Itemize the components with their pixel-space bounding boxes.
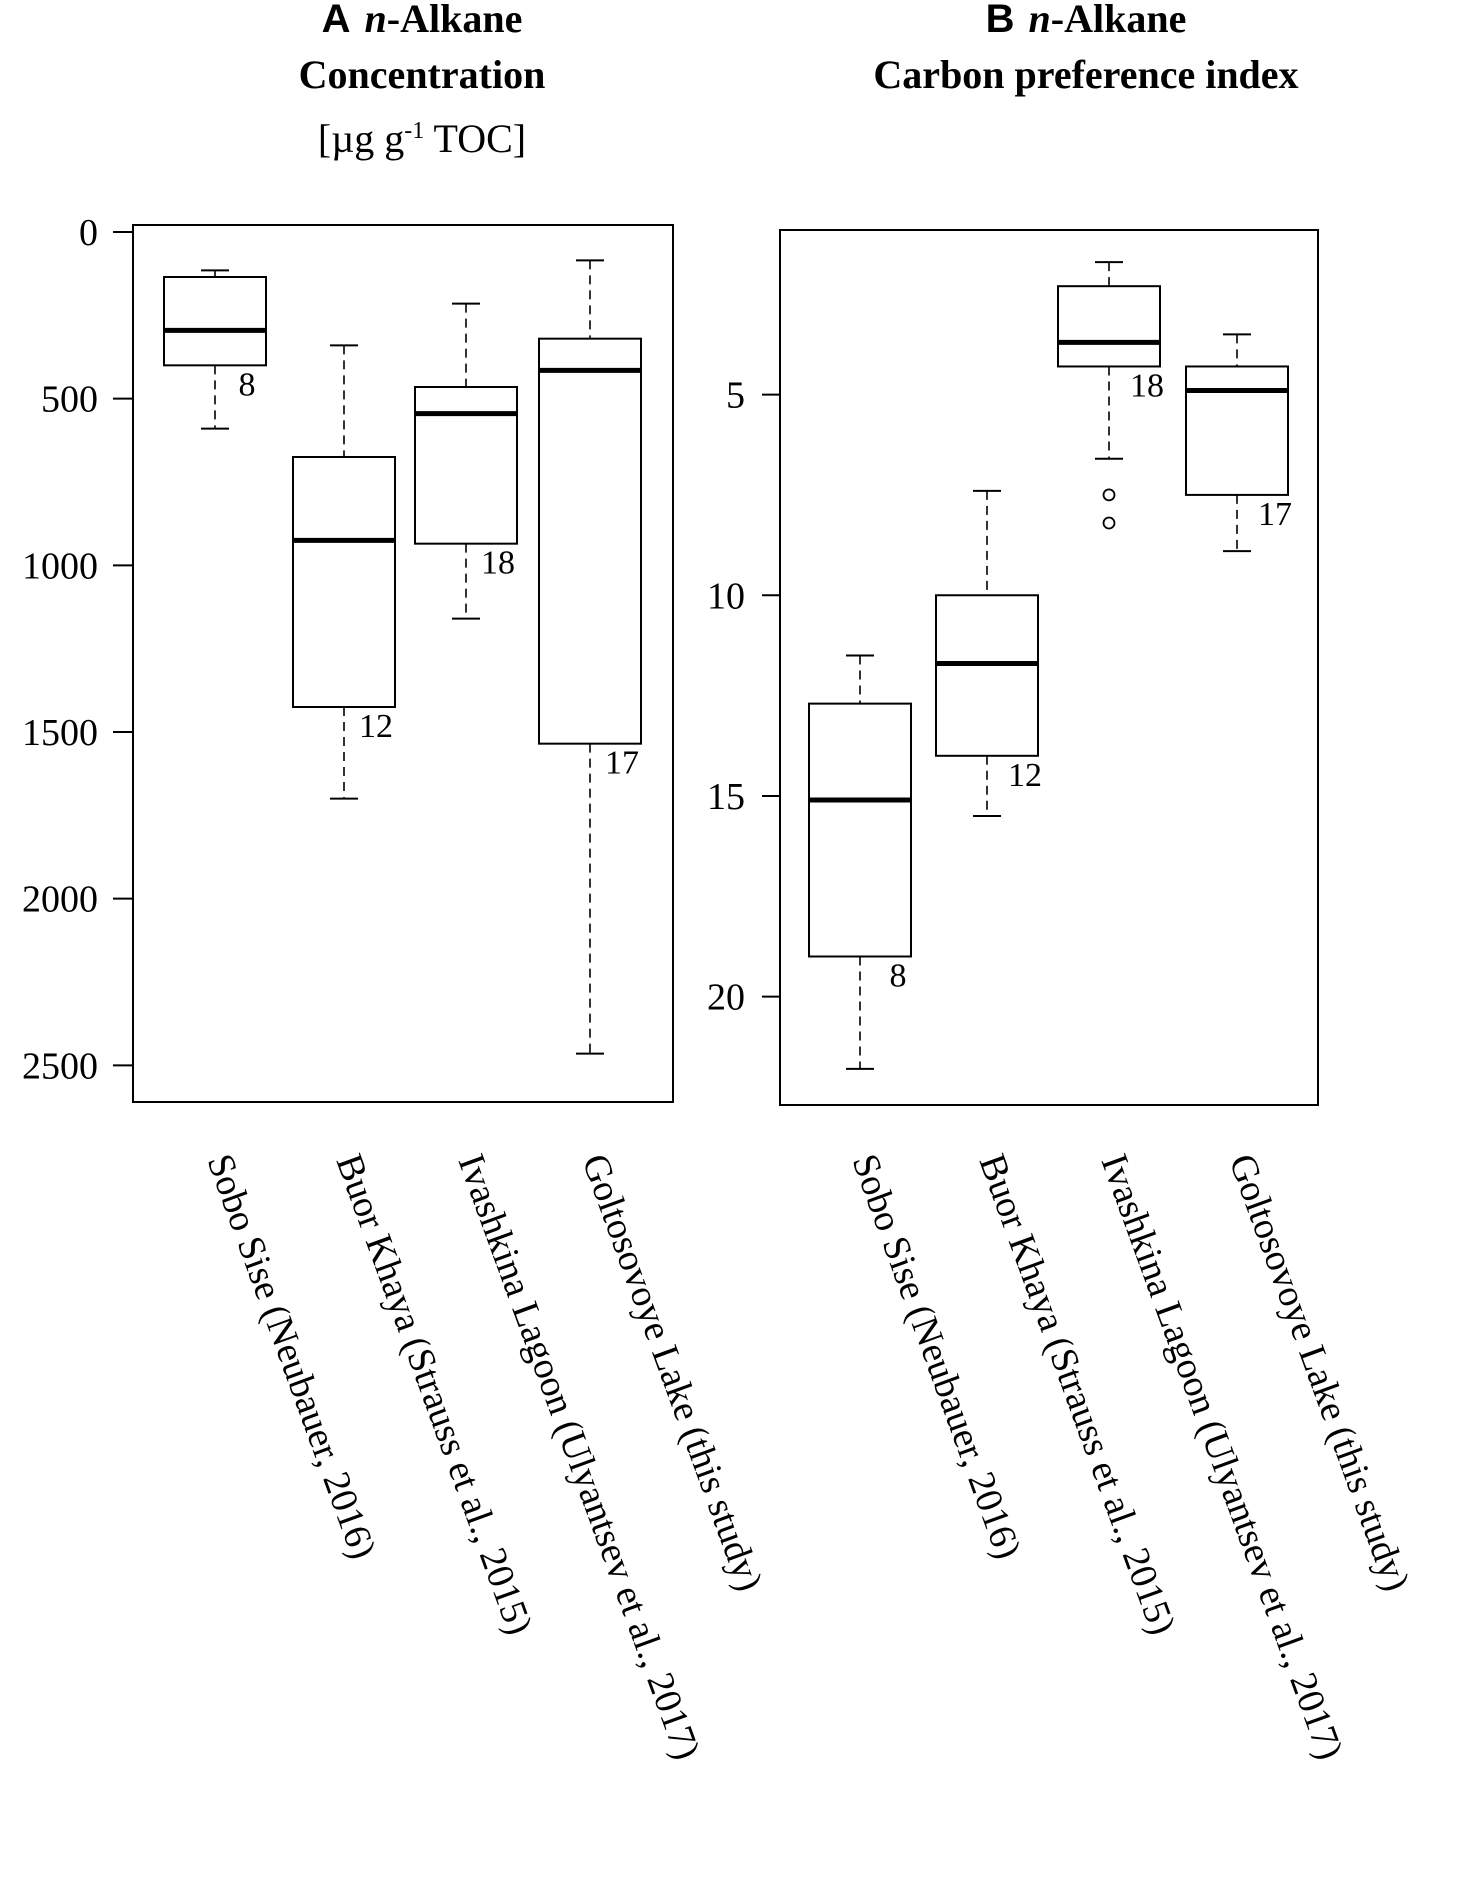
- panel-a-ytick-label: 1500: [22, 712, 98, 754]
- sample-size-label: 18: [481, 545, 515, 582]
- box: [292, 456, 396, 708]
- box: [808, 702, 912, 958]
- category-label: Ivashkina Lagoon (Ulyantsev et al., 2017…: [450, 1149, 709, 1765]
- box: [935, 594, 1039, 757]
- sample-size-label: 8: [890, 957, 907, 994]
- category-label: Ivashkina Lagoon (Ulyantsev et al., 2017…: [1093, 1149, 1352, 1765]
- panel-a-letter: A: [322, 0, 351, 41]
- panel-a-unit-prefix: [µg g: [318, 116, 404, 161]
- panel-a-ytick-label: 500: [41, 379, 98, 421]
- panel-a-box-group: 8: [163, 269, 267, 430]
- panel-a-subtitle: Concentration: [299, 52, 546, 97]
- outlier-point: [1102, 488, 1116, 502]
- panel-b-ytick-label: 10: [707, 575, 745, 617]
- panel-a-ytick-label: 1000: [22, 545, 98, 587]
- panel-b-box-group: 12: [935, 489, 1042, 818]
- panel-b-title-rest: -Alkane: [1051, 0, 1187, 41]
- panel-a-ytick-label: 2500: [22, 1045, 98, 1087]
- panel-a-unit-sup: -1: [404, 118, 424, 144]
- panel-b-subtitle: Carbon preference index: [873, 52, 1298, 97]
- sample-size-label: 17: [1258, 496, 1292, 533]
- panel-a-box-group: 17: [538, 259, 642, 1055]
- panel-b-ytick-label: 5: [726, 375, 745, 417]
- panel-a-title-italic: n: [365, 0, 387, 41]
- sample-size-label: 12: [1008, 757, 1042, 794]
- box: [1057, 285, 1161, 368]
- panel-a-unit-suffix: TOC]: [424, 116, 526, 161]
- panel-b-box-group: 18: [1057, 261, 1164, 530]
- panel-b-box-group: 17: [1185, 333, 1292, 553]
- panel-b-ytick-label: 15: [707, 776, 745, 818]
- sample-size-label: 18: [1130, 367, 1164, 404]
- panel-b-ytick-label: 20: [707, 977, 745, 1019]
- panel-b-frame: [779, 229, 1319, 1106]
- panel-a-box-group: 18: [414, 302, 518, 620]
- panel-a-frame: [132, 224, 674, 1103]
- outlier-point: [1102, 516, 1116, 530]
- panel-a-title-rest: -Alkane: [387, 0, 523, 41]
- box: [1185, 365, 1289, 496]
- panel-b-box-group: 8: [808, 654, 912, 1070]
- panel-a-box-group: 12: [292, 344, 396, 800]
- sample-size-label: 8: [239, 366, 256, 403]
- sample-size-label: 17: [605, 745, 639, 782]
- panel-a-ytick-label: 2000: [22, 879, 98, 921]
- box: [163, 276, 267, 367]
- sample-size-label: 12: [359, 708, 393, 745]
- box: [538, 337, 642, 745]
- panel-b-letter: B: [986, 0, 1015, 41]
- panel-b-title-italic: n: [1029, 0, 1051, 41]
- box: [414, 386, 518, 545]
- panel-a-unit: [µg g-1 TOC]: [318, 116, 526, 161]
- panel-a-ytick-label: 0: [79, 212, 98, 254]
